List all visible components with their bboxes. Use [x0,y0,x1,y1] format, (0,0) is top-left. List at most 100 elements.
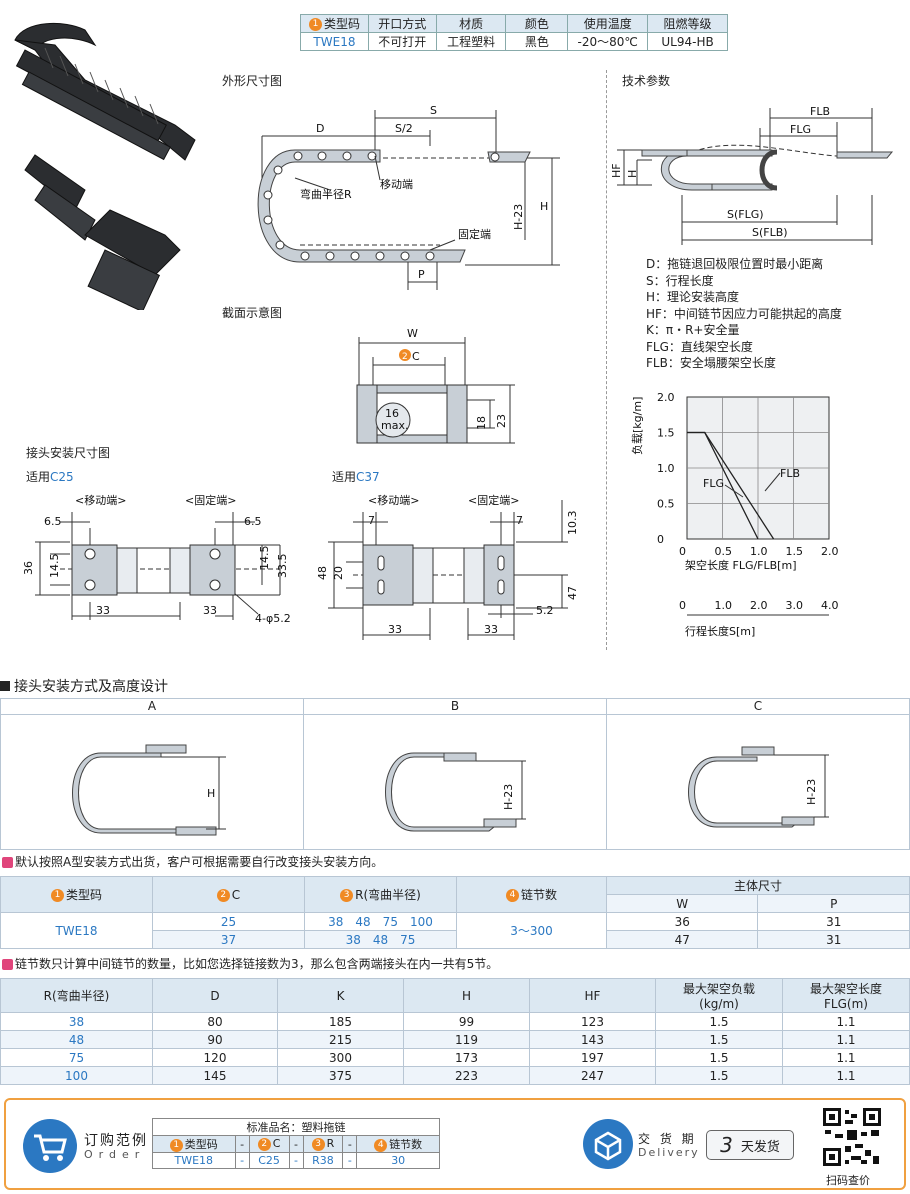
c-option-25[interactable]: 25 [152,912,305,931]
chart-x2label: 行程长度S[m] [685,624,755,638]
def-flb: FLB：安全塌腰架空长度 [646,356,776,370]
note-icon [2,959,13,970]
svg-text:H: H [207,787,215,800]
chart-ytick: 0.5 [657,498,675,511]
svg-text:14.5: 14.5 [48,554,61,579]
qr-code-icon[interactable] [821,1106,883,1168]
def-k: K：π・R+安全量 [646,323,740,337]
r-options-37[interactable]: 38 48 75 [304,930,457,949]
svg-text:18: 18 [475,416,488,430]
chart-ytick: 1.0 [657,462,675,475]
tech-title: 技术参数 [622,74,671,88]
chart-x2tick: 1.0 [715,599,733,612]
svg-text:D: D [316,122,324,135]
type-code[interactable]: TWE18 [0,912,153,949]
svg-text:36: 36 [22,561,35,575]
install-panel: A H B H-23 C H-23 [0,698,910,850]
chart-legend-flb: FLB [780,467,800,480]
svg-text:FLG: FLG [790,123,811,136]
spec-open: 不可打开 [367,32,437,51]
joint-left-apply: 适用C25 [26,470,74,484]
svg-text:max.: max. [381,419,408,432]
delivery-icon [583,1119,633,1169]
note-links: 链节数只计算中间链节的数量，比如您选择链接数为3，那么包含两端接头在内一共有5节… [2,955,498,972]
chart-xtick: 1.5 [786,545,804,558]
spec-type[interactable]: TWE18 [300,32,369,51]
svg-text:S/2: S/2 [395,122,413,135]
joint-right-diagram: <移动端> <固定端> 7 7 48 20 10.3 47 33 33 5.2 [318,493,579,640]
svg-text:<移动端>: <移动端> [75,494,126,507]
svg-text:47: 47 [566,586,579,600]
joint-left-diagram: <移动端> <固定端> 6.5 6.5 36 14.5 14.5 33.5 33… [22,493,291,625]
delivery-en: Delivery [638,1146,700,1159]
chart-xlabel: 架空长度 FLG/FLB[m] [685,558,796,572]
spec-material: 工程塑料 [435,32,507,51]
chart-xtick: 2.0 [821,545,839,558]
svg-text:48: 48 [318,566,329,580]
spec-header-material: 材质 [435,14,507,33]
svg-text:FLB: FLB [810,105,830,118]
svg-text:S(FLB): S(FLB) [752,226,788,239]
svg-text:33: 33 [96,604,110,617]
chart-x2tick: 2.0 [750,599,768,612]
spec-color: 黑色 [505,32,569,51]
svg-text:S(FLG): S(FLG) [727,208,764,221]
order-title: 订购范例 [84,1133,148,1149]
joint-right-apply: 适用C37 [332,470,380,484]
svg-text:33: 33 [203,604,217,617]
order-box [4,1098,906,1190]
install-title: 接头安装方式及高度设计 [0,676,168,696]
svg-text:2: 2 [402,352,408,362]
outline-diagram: D S/2 S H-23 H P 弯曲半径R 移动端 固定端 [257,104,560,290]
r-options-25[interactable]: 38 48 75 100 [304,912,457,931]
spec-header-temp: 使用温度 [567,14,649,33]
def-hf: HF：中间链节因应力可能拱起的高度 [646,306,842,321]
chart-xtick: 0 [679,545,686,558]
tech-diagram: FLB FLG HF H S(FLG) S(FLB) [612,105,894,245]
svg-text:H-23: H-23 [502,784,515,810]
note-install: 默认按照A型安装方式出货，客户可根据需要自行改变接头安装方向。 [2,853,383,870]
delivery-cn: 交 货 期 [638,1132,697,1146]
spec-header-open: 开口方式 [367,14,437,33]
spec-flame: UL94-HB [647,32,728,51]
svg-text:H: H [540,200,548,213]
svg-text:移动端: 移动端 [380,178,413,191]
svg-text:C: C [412,350,420,363]
outline-title: 外形尺寸图 [222,74,283,88]
svg-text:14.5: 14.5 [258,546,271,571]
svg-text:H-23: H-23 [805,779,818,805]
chart-legend-flg: FLG [703,477,724,490]
svg-text:33.5: 33.5 [276,554,289,579]
svg-text:23: 23 [495,414,508,428]
svg-text:H: H [626,170,639,178]
svg-text:5.2: 5.2 [536,604,554,617]
chart-x2tick: 0 [679,599,686,612]
svg-text:6.5: 6.5 [44,515,62,528]
svg-text:弯曲半径R: 弯曲半径R [300,187,352,201]
chart-xtick: 0.5 [715,545,733,558]
joint-title: 接头安装尺寸图 [26,446,111,460]
links-range[interactable]: 3～300 [456,912,607,949]
svg-text:<移动端>: <移动端> [368,494,419,507]
order-sub: Order [84,1148,146,1161]
spec-header-color: 颜色 [505,14,569,33]
product-photo [14,22,196,310]
def-flg: FLG：直线架空长度 [646,339,753,354]
chart-series-flb [687,431,775,540]
chart-ylabel: 负载[kg/m] [630,397,644,455]
svg-text:<固定端>: <固定端> [468,493,519,507]
tech-definitions: D：拖链退回极限位置时最小距离 S：行程长度 H：理论安装高度 HF：中间链节因… [646,256,842,372]
svg-text:33: 33 [484,623,498,636]
svg-text:H-23: H-23 [512,204,525,230]
c-option-37[interactable]: 37 [152,930,305,949]
delivery-days-box: 3 天发货 [706,1130,794,1160]
def-s: S：行程长度 [646,273,714,288]
svg-text:固定端: 固定端 [458,227,491,241]
svg-text:33: 33 [388,623,402,636]
install-c: C H-23 [607,699,909,849]
svg-text:7: 7 [516,514,523,527]
